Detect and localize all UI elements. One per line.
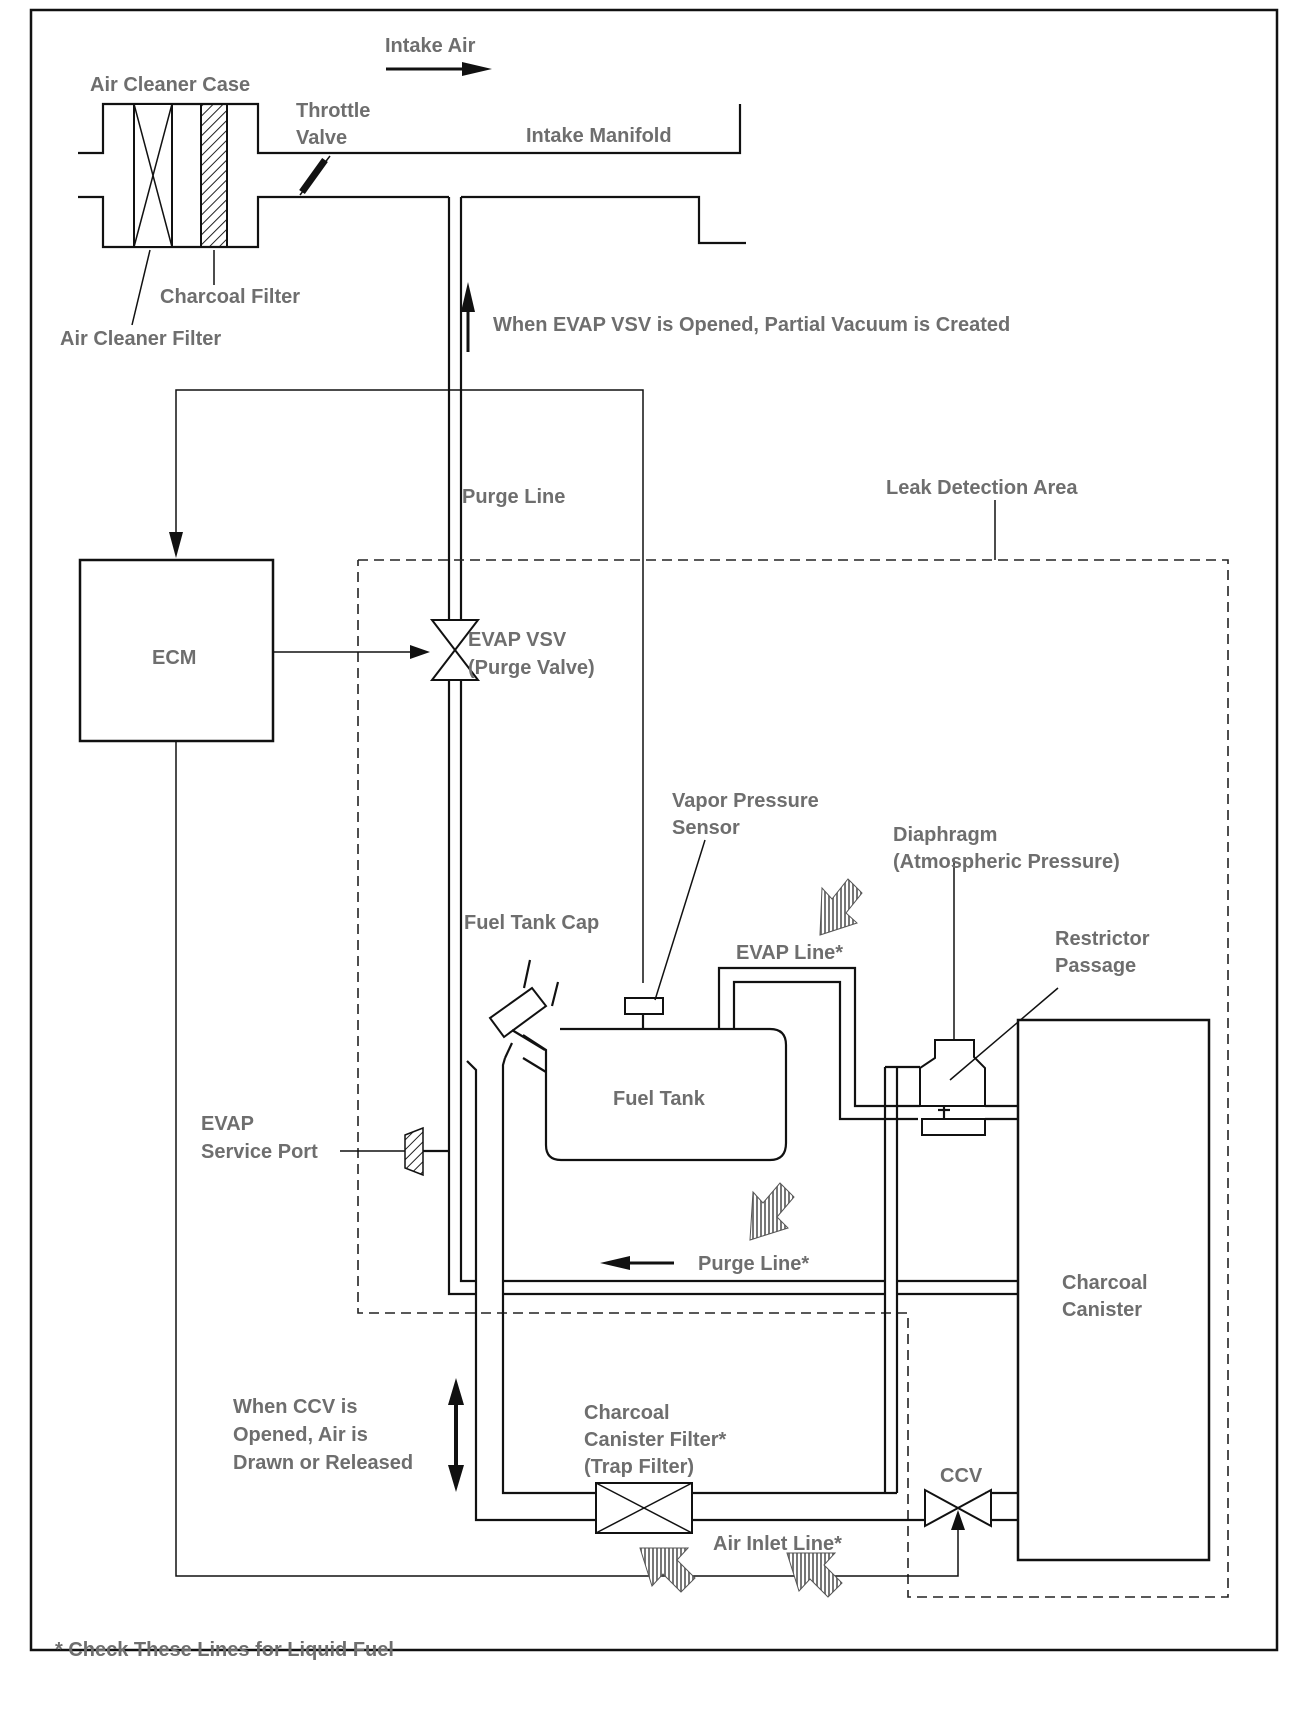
charcoal-canister	[1016, 1018, 1211, 1562]
trap-filter	[595, 1482, 693, 1534]
label-diaphragm-1: Diaphragm	[893, 824, 997, 846]
evap-vsv-valve	[429, 619, 481, 681]
evap-service-port	[340, 1126, 449, 1177]
purge-flow-arrow	[600, 1256, 674, 1270]
ecm-box	[78, 558, 275, 743]
label-fuel-tank-cap: Fuel Tank Cap	[464, 912, 599, 934]
fuel-tank-cap	[488, 959, 560, 1059]
diagram-frame	[29, 8, 1279, 1652]
label-intake-air: Intake Air	[385, 35, 476, 57]
label-restrictor-1: Restrictor	[1055, 928, 1150, 950]
leak-detection-area	[357, 500, 1229, 1598]
label-ccv-air-3: Drawn or Released	[233, 1452, 413, 1474]
label-purge-line-top: Purge Line	[462, 486, 565, 508]
label-diaphragm-2: (Atmospheric Pressure)	[893, 851, 1120, 873]
sensor-signal-line	[169, 389, 644, 983]
label-intake-manifold: Intake Manifold	[526, 125, 672, 147]
ecm-vsv-control-line	[273, 645, 430, 659]
purge-line-pipe	[447, 197, 463, 1137]
label-trap-filter-2: Canister Filter*	[584, 1429, 726, 1451]
label-vapor-pressure-2: Sensor	[672, 817, 740, 839]
label-trap-filter-1: Charcoal	[584, 1402, 670, 1424]
label-ecm: ECM	[152, 647, 196, 669]
label-air-inlet-line: Air Inlet Line*	[713, 1533, 842, 1555]
vacuum-arrow-up	[461, 282, 475, 352]
label-air-cleaner-filter: Air Cleaner Filter	[60, 328, 221, 350]
label-fuel-tank: Fuel Tank	[613, 1088, 706, 1110]
label-ccv-air-2: Opened, Air is	[233, 1424, 368, 1446]
label-restrictor-2: Passage	[1055, 955, 1136, 977]
vapor-pressure-sensor	[624, 839, 706, 1029]
air-cleaner-case	[78, 102, 746, 326]
label-partial-vacuum: When EVAP VSV is Opened, Partial Vacuum …	[493, 314, 1010, 336]
label-purge-line-bottom: Purge Line*	[698, 1253, 809, 1275]
label-evap-vsv-1: EVAP VSV	[468, 629, 567, 651]
fuel-tank	[522, 1027, 788, 1162]
label-leak-detection-area: Leak Detection Area	[886, 477, 1078, 499]
liquid-fuel-arrow-evap	[819, 878, 863, 936]
liquid-fuel-arrow-purge	[749, 1182, 795, 1241]
label-vapor-pressure-1: Vapor Pressure	[672, 790, 819, 812]
label-trap-filter-3: (Trap Filter)	[584, 1456, 694, 1478]
label-throttle-valve-1: Throttle	[296, 100, 370, 122]
label-charcoal-filter: Charcoal Filter	[160, 286, 300, 308]
ecm-ccv-control-line	[175, 741, 965, 1577]
label-ccv: CCV	[940, 1465, 983, 1487]
label-throttle-valve-2: Valve	[296, 127, 347, 149]
label-evap-service-port-1: EVAP	[201, 1113, 254, 1135]
label-air-cleaner-case: Air Cleaner Case	[90, 74, 250, 96]
intake-air-arrow	[386, 62, 492, 76]
air-double-arrow	[448, 1378, 464, 1492]
label-charcoal-canister-2: Canister	[1062, 1299, 1142, 1321]
label-footnote: * Check These Lines for Liquid Fuel	[55, 1639, 394, 1661]
diagram-labels: Intake Air Air Cleaner Case Throttle Val…	[55, 35, 1150, 1661]
label-ccv-air-1: When CCV is	[233, 1396, 357, 1418]
liquid-fuel-arrow-filter	[639, 1547, 696, 1593]
purge-line-bottom-pipe	[447, 1137, 1018, 1296]
ccv-valve	[924, 1488, 992, 1528]
throttle-valve	[299, 155, 331, 196]
label-charcoal-canister-1: Charcoal	[1062, 1272, 1148, 1294]
label-evap-line: EVAP Line*	[736, 942, 843, 964]
liquid-fuel-arrow-inlet	[786, 1552, 843, 1598]
evap-line-pipe	[717, 966, 1018, 1121]
label-evap-service-port-2: Service Port	[201, 1141, 318, 1163]
label-evap-vsv-2: (Purge Valve)	[468, 657, 595, 679]
